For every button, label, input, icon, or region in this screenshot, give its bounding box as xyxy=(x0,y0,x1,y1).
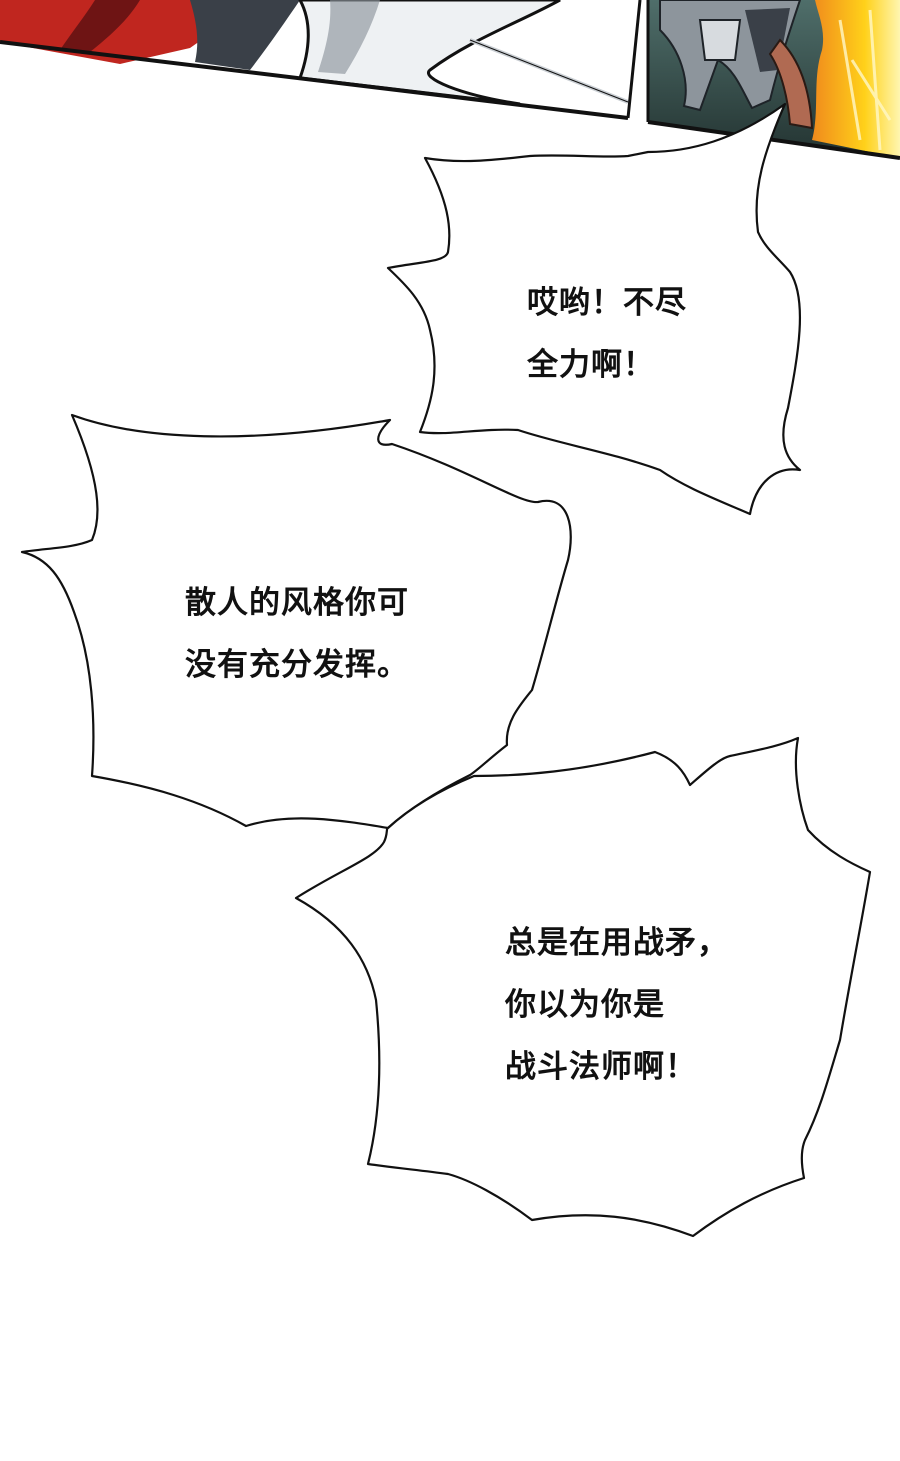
action-scene-illustration xyxy=(0,0,900,160)
speech-bubble-1 xyxy=(386,102,802,516)
right-art-panel xyxy=(648,0,900,158)
dialogue-text-1: 哎哟！不尽 全力啊！ xyxy=(527,272,687,396)
dialogue-line: 哎哟！不尽 xyxy=(527,285,687,321)
robe-shadow xyxy=(318,0,380,74)
dark-armor-shape xyxy=(190,0,300,70)
dialogue-line: 全力啊！ xyxy=(527,347,655,383)
dialogue-line: 你以为你是 xyxy=(505,987,665,1023)
flame-burst xyxy=(812,0,900,158)
dialogue-line: 没有充分发挥。 xyxy=(185,647,409,683)
dialogue-text-3: 总是在用战矛， 你以为你是 战斗法师啊！ xyxy=(505,912,729,1098)
speech-bubble-3 xyxy=(294,736,872,1238)
dialogue-line: 散人的风格你可 xyxy=(185,585,409,621)
dark-red-fold xyxy=(60,0,140,52)
dialogue-line: 总是在用战矛， xyxy=(505,925,729,961)
dialogue-text-2: 散人的风格你可 没有充分发挥。 xyxy=(185,572,409,696)
left-art-panel xyxy=(0,0,640,118)
dialogue-line: 战斗法师啊！ xyxy=(505,1049,697,1085)
speech-bubble-2 xyxy=(20,413,572,830)
